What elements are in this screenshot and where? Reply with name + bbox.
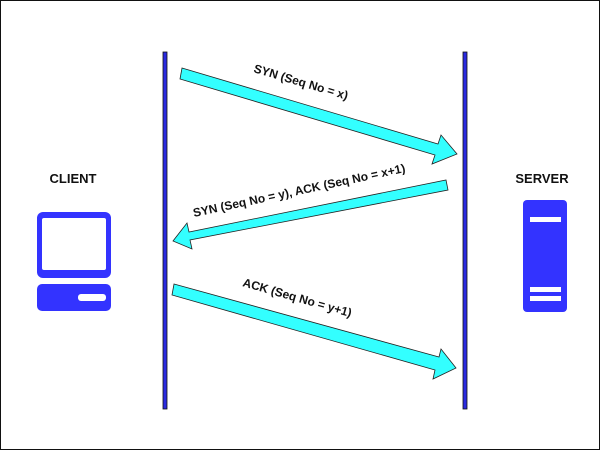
client-label: CLIENT [50,171,97,186]
computer-icon [37,212,111,311]
server-label: SERVER [515,171,569,186]
syn-arrow [179,67,458,165]
client-lifeline [162,51,168,410]
syn-ack-arrow-body [172,179,449,250]
server-lifeline [462,51,468,410]
server-icon [523,200,567,312]
ack-arrow [171,283,457,380]
